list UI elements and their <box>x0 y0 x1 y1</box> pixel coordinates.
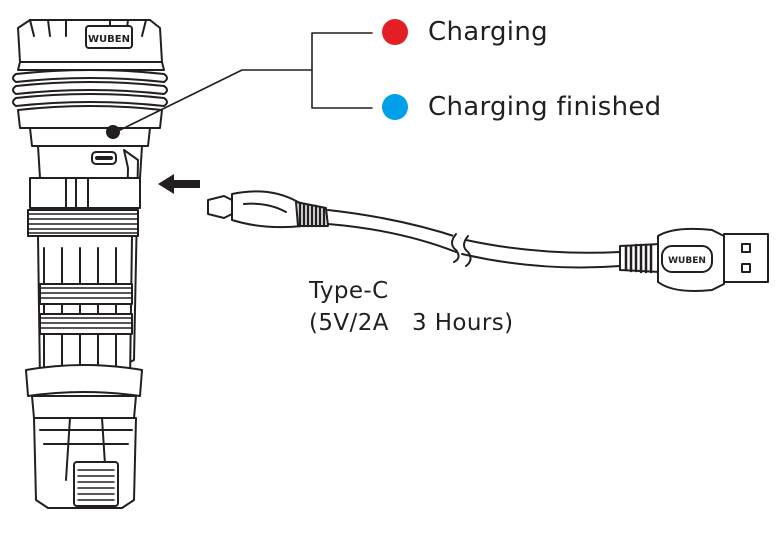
legend-label-charging-finished: Charging finished <box>428 92 662 122</box>
flashlight-logo: WUBEN <box>88 34 130 45</box>
usb-a-plug-icon <box>723 233 769 283</box>
legend-leader-lines <box>117 32 373 132</box>
legend-item-charging-finished: Charging finished <box>382 92 661 122</box>
flashlight-illustration: WUBEN <box>12 19 168 509</box>
legend-label-charging: Charging <box>428 17 548 47</box>
spec-connector-type: Type-C <box>309 278 389 304</box>
red-indicator-dot <box>382 19 408 45</box>
blue-indicator-dot <box>382 94 408 120</box>
cable-break-icon <box>451 228 472 267</box>
usb-c-cable-illustration: WUBEN <box>207 190 769 292</box>
insert-arrow-icon <box>158 174 200 194</box>
legend-item-charging: Charging <box>382 17 548 47</box>
spec-power-and-time: (5V/2A 3 Hours) <box>309 310 514 336</box>
cable-logo: WUBEN <box>668 256 706 266</box>
